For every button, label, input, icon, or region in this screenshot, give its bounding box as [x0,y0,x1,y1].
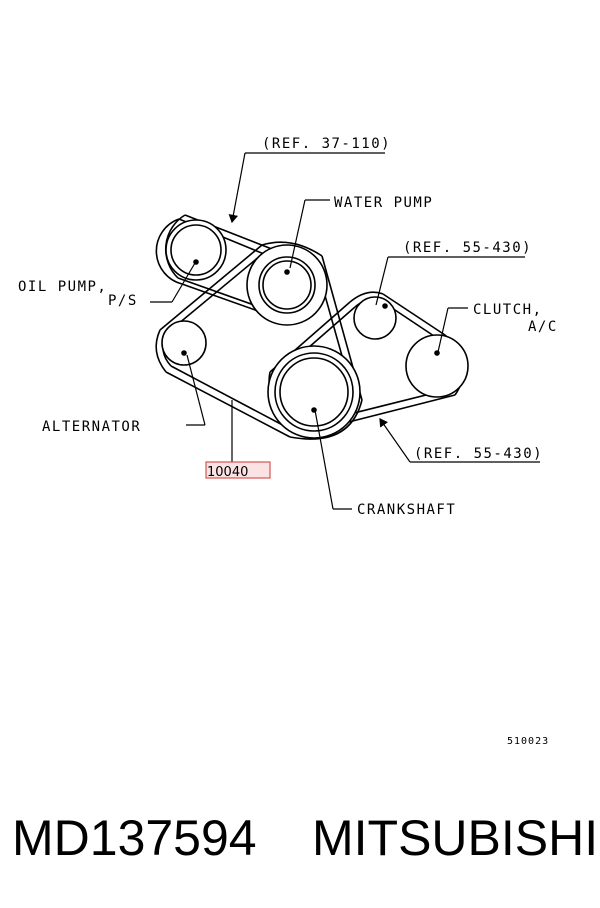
label-ref-55-430-bottom: (REF. 55-430) [414,446,543,462]
leader-lines [150,152,540,510]
footer: MD137594 MITSUBISHI [0,808,600,868]
label-part-ref-10040[interactable]: 10040 [207,465,248,480]
label-alternator: ALTERNATOR [42,419,141,435]
label-power-steering: P/S [108,293,138,309]
drawing-number: 510023 [507,736,549,747]
pulley-water-pump [246,244,328,326]
pulleys [161,219,469,439]
pulley-idler [353,296,397,340]
label-crankshaft: CRANKSHAFT [357,502,456,518]
label-oil-pump: OIL PUMP, [18,279,107,295]
highlight-box [205,461,271,479]
part-ref-highlight[interactable]: 10040 [205,461,271,480]
pulley-ac-clutch [405,334,469,398]
label-water-pump: WATER PUMP [334,195,433,211]
label-ref-55-430-top: (REF. 55-430) [403,240,532,256]
label-clutch: CLUTCH, [473,302,543,318]
pulley-crankshaft [267,345,361,439]
pulley-alternator [161,320,207,366]
label-ac: A/C [528,319,558,335]
brand-name: MITSUBISHI [312,810,599,866]
label-ref-37-110: (REF. 37-110) [262,136,391,152]
part-number: MD137594 [12,810,257,866]
pulley-oil-pump [165,219,227,281]
